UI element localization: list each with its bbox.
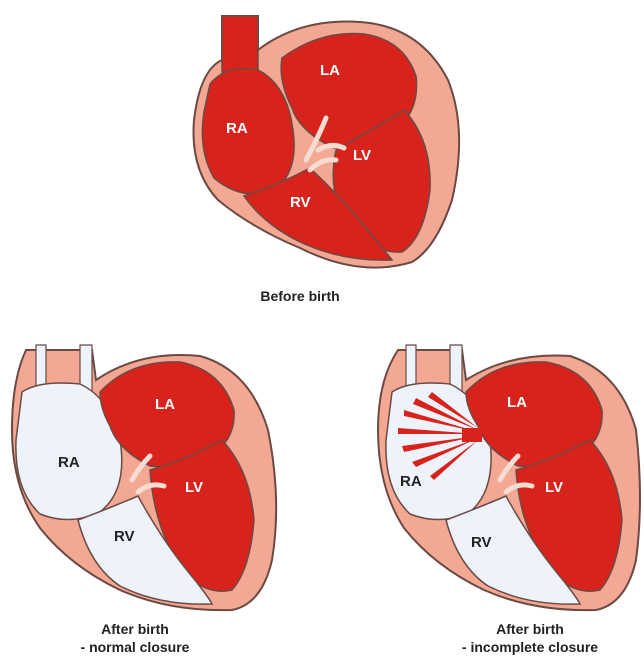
label-rv: RV [114,528,135,545]
label-lv: LV [185,479,203,496]
caption-line1: After birth [60,620,210,638]
label-rv: RV [471,534,492,551]
label-la: LA [507,394,527,411]
heart-normal-closure: RA LA LV RV [12,345,276,610]
great-vessel [222,16,258,72]
caption-before-birth: Before birth [220,287,380,305]
label-lv: LV [353,147,371,164]
label-la: LA [320,62,340,79]
caption-incomplete-closure: After birth - incomplete closure [430,620,630,656]
label-ra: RA [400,473,422,490]
caption-line2: - incomplete closure [430,638,630,656]
caption-line1: After birth [430,620,630,638]
caption-normal-closure: After birth - normal closure [60,620,210,656]
heart-incomplete-closure: RA LA LV RV [378,345,640,610]
caption-text: Before birth [260,288,339,304]
label-la: LA [155,396,175,413]
heart-before-birth: RA LA LV RV [194,16,460,268]
label-rv: RV [290,194,311,211]
caption-line2: - normal closure [60,638,210,656]
label-ra: RA [226,120,248,137]
label-ra: RA [58,454,80,471]
label-lv: LV [545,479,563,496]
